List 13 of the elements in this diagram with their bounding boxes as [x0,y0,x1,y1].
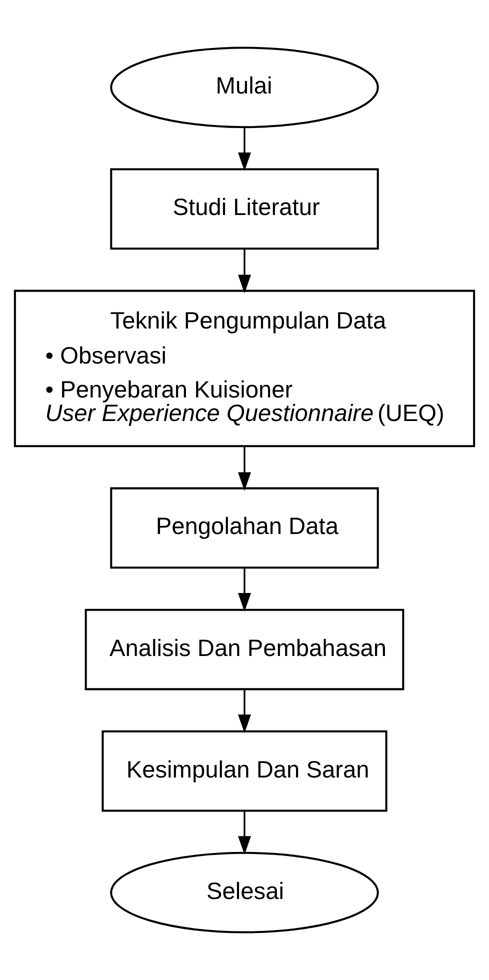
node-ellipse: Selesai [110,852,379,934]
node-box: Pengolahan Data [110,487,379,569]
arrow [238,568,251,612]
arrow [238,446,251,491]
arrow [238,127,251,172]
node-box: Teknik Pengumpulan Data • Observasi • Penyebaran Kuisioner User Experience Questionnaire (UEQ) [14,290,476,448]
arrow [238,689,251,734]
node-box: Studi Literatur [110,168,379,250]
arrow [238,249,251,294]
node-box: Analisis Dan Pembahasan [84,608,404,690]
node-ellipse: Mulai [110,46,379,128]
node-box: Kesimpulan Dan Saran [102,730,388,812]
arrow [238,810,251,855]
